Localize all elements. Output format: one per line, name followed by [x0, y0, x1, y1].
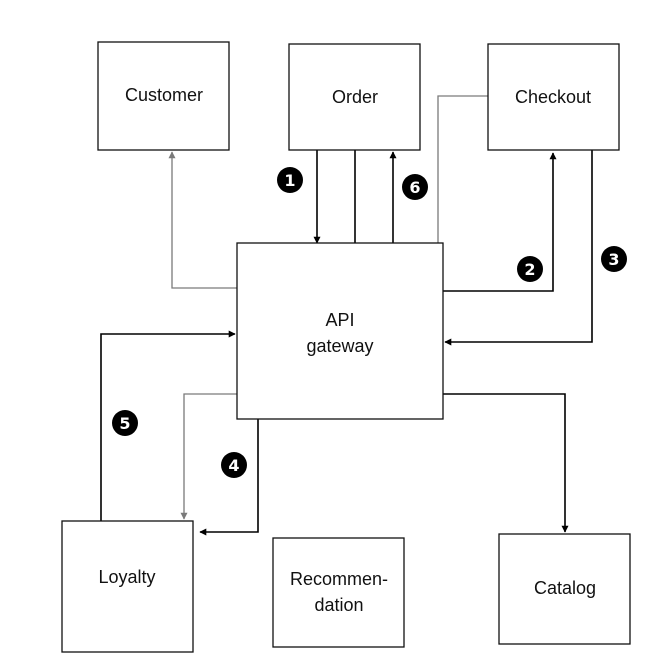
step-1-label: 1 — [284, 171, 295, 190]
connector-gateway-to-customer — [168, 151, 237, 289]
step-5-marker: 5 — [112, 410, 138, 436]
step-3-marker: 3 — [601, 246, 627, 272]
customer-label: Customer — [125, 85, 203, 105]
loyalty-label: Loyalty — [98, 567, 155, 587]
step-4-label: 4 — [228, 456, 239, 475]
step-2-label: 2 — [524, 260, 535, 279]
order-label: Order — [332, 87, 378, 107]
loyalty-node: Loyalty — [61, 520, 194, 653]
step-6-label: 6 — [409, 178, 420, 197]
connector-gateway-to-catalog — [443, 393, 569, 533]
checkout-node: Checkout — [487, 43, 620, 151]
recommendation-label-line2: dation — [314, 595, 363, 615]
step-6-marker: 6 — [402, 174, 428, 200]
connector-gateway-checkout-gray — [437, 95, 488, 243]
recommendation-node: Recommen- dation — [272, 537, 405, 648]
customer-node: Customer — [97, 41, 230, 151]
connector-checkout-to-gateway — [444, 150, 593, 346]
catalog-node: Catalog — [498, 533, 631, 645]
connector-gateway-to-loyalty — [199, 419, 259, 536]
order-node: Order — [288, 43, 421, 151]
step-3-label: 3 — [608, 250, 619, 269]
checkout-label: Checkout — [515, 87, 591, 107]
connector-loyalty-to-gateway — [100, 330, 236, 521]
api-gateway-node: API gateway — [236, 242, 444, 420]
api-gateway-label-line2: gateway — [306, 336, 373, 356]
step-1-marker: 1 — [277, 167, 303, 193]
recommendation-label-line1: Recommen- — [290, 569, 388, 589]
step-2-marker: 2 — [517, 256, 543, 282]
catalog-label: Catalog — [534, 578, 596, 598]
step-4-marker: 4 — [221, 452, 247, 478]
connector-gateway-to-loyalty-gray — [180, 393, 237, 520]
api-gateway-label-line1: API — [325, 310, 354, 330]
step-5-label: 5 — [119, 414, 130, 433]
connector-gateway-to-checkout — [443, 152, 557, 292]
